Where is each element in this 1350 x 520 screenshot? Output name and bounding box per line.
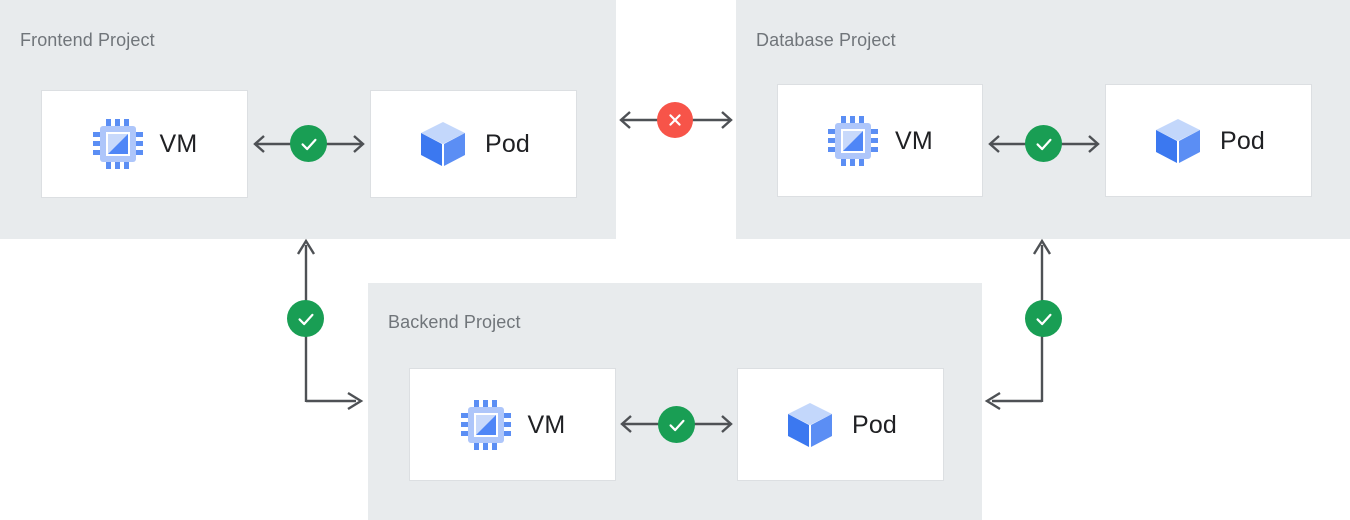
- check-circle-icon: [297, 313, 314, 325]
- project-title-database: Database Project: [756, 30, 896, 50]
- status-badge-backend-internal[interactable]: [658, 406, 695, 443]
- vm-chip-icon: [92, 118, 144, 170]
- check-circle-icon: [668, 419, 685, 431]
- resource-card-backend-vm[interactable]: VM: [409, 368, 616, 481]
- status-badge-frontend-backend[interactable]: [287, 300, 324, 337]
- status-badge-database-backend[interactable]: [1025, 300, 1062, 337]
- x-circle-icon: [669, 114, 681, 126]
- vm-chip-icon: [460, 399, 512, 451]
- resource-card-frontend-vm[interactable]: VM: [41, 90, 248, 198]
- resource-label-frontend-pod: Pod: [484, 130, 531, 158]
- check-circle-icon: [1035, 313, 1052, 325]
- resource-label-database-pod: Pod: [1219, 126, 1266, 155]
- project-panel-database[interactable]: Database Project: [736, 0, 1350, 239]
- status-badge-frontend-internal[interactable]: [290, 125, 327, 162]
- resource-card-frontend-pod[interactable]: Pod: [370, 90, 577, 198]
- resource-label-frontend-vm: VM: [159, 130, 198, 158]
- check-circle-icon: [300, 138, 317, 150]
- project-title-frontend: Frontend Project: [20, 30, 155, 50]
- status-badge-database-internal[interactable]: [1025, 125, 1062, 162]
- vm-chip-icon: [827, 115, 879, 167]
- check-circle-icon: [1035, 138, 1052, 150]
- resource-label-backend-vm: VM: [527, 410, 566, 439]
- status-badge-frontend-database[interactable]: [657, 102, 693, 138]
- project-title-backend: Backend Project: [388, 312, 521, 332]
- resource-card-backend-pod[interactable]: Pod: [737, 368, 944, 481]
- resource-label-backend-pod: Pod: [851, 410, 898, 439]
- resource-label-database-vm: VM: [895, 126, 933, 155]
- pod-cube-icon: [784, 399, 836, 451]
- project-panel-backend[interactable]: Backend Project: [368, 283, 982, 520]
- pod-cube-icon: [1152, 115, 1204, 167]
- project-panel-frontend[interactable]: Frontend Project: [0, 0, 616, 239]
- pod-cube-icon: [417, 118, 469, 170]
- resource-card-database-pod[interactable]: Pod: [1105, 84, 1312, 197]
- resource-card-database-vm[interactable]: VM: [777, 84, 983, 197]
